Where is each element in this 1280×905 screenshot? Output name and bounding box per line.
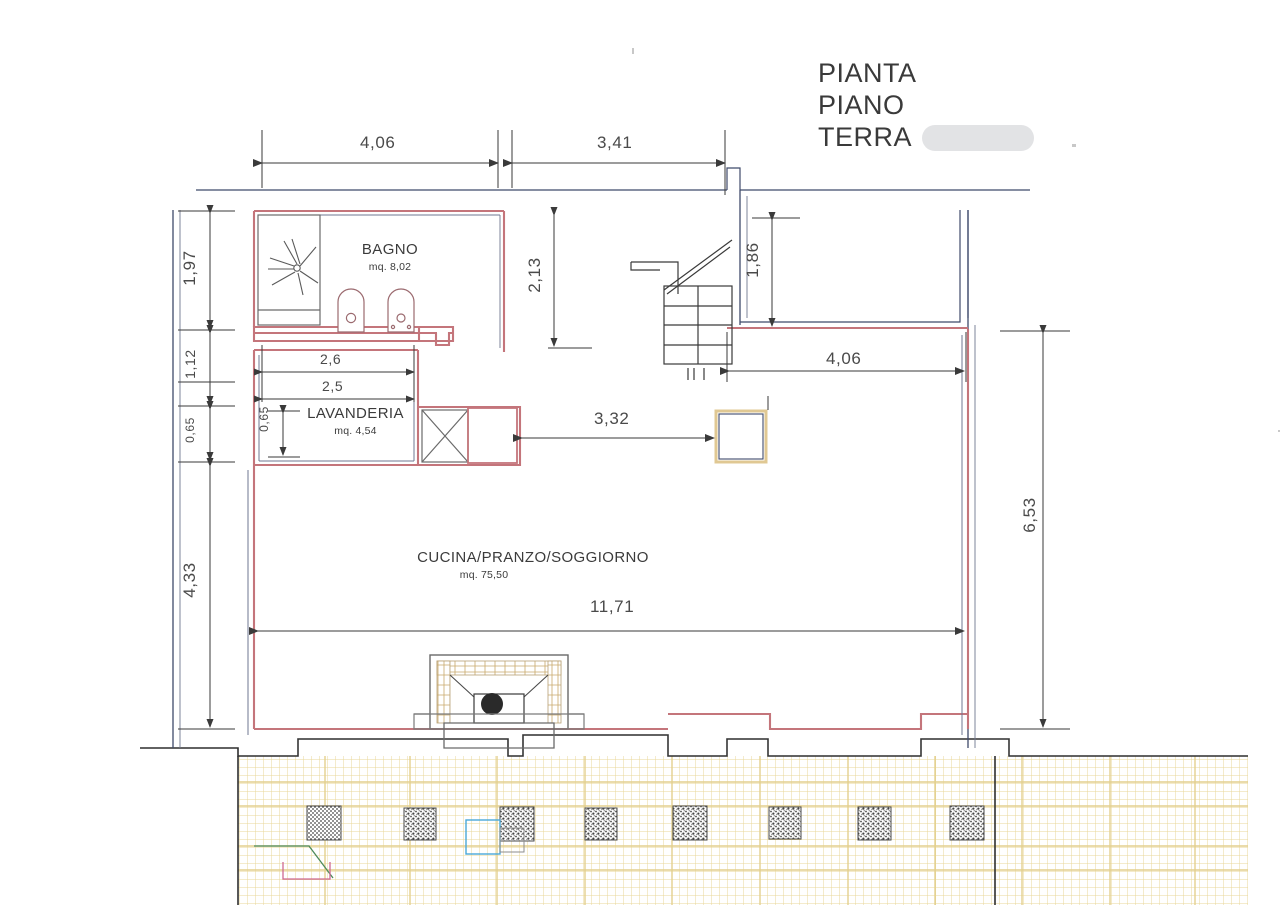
dimension-213: [548, 207, 592, 349]
dimension-left-chain: [178, 205, 235, 730]
living-room-walls: [252, 329, 970, 731]
room-name-cucina: CUCINA/PRANZO/SOGGIORNO: [417, 549, 649, 566]
dimension-label-1171: 11,71: [590, 597, 635, 616]
paving-grid: [238, 756, 1248, 905]
fireplace: [413, 654, 585, 749]
dimension-653: [1000, 325, 1070, 730]
dimension-label-332: 3,32: [594, 409, 630, 428]
living-room-walls-shadow: [247, 335, 963, 735]
dimension-label-653: 6,53: [1020, 497, 1039, 533]
room-label-cucina: CUCINA/PRANZO/SOGGIORNO mq. 75,50: [398, 549, 668, 581]
dimension-label-25: 2,5: [322, 378, 344, 394]
stairs-icon: [630, 239, 733, 380]
room-label-lavanderia: LAVANDERIA mq. 4,54: [288, 405, 423, 437]
crossed-closet: [421, 409, 469, 463]
dimension-26-25: [254, 345, 415, 403]
bagno-counter: [254, 332, 437, 342]
dimension-406-right: [720, 332, 967, 382]
bagno-counter-strip: [254, 331, 453, 347]
title-line-2: PIANO: [818, 89, 905, 120]
upper-reference-lines: [196, 167, 1030, 191]
title-line-3: TERRA: [818, 121, 913, 152]
dimension-label-112: 1,12: [182, 349, 198, 379]
dimension-332: [513, 396, 769, 442]
column: [714, 409, 768, 464]
building-perimeter: [172, 190, 976, 748]
bottom-misc-marks: [465, 819, 525, 855]
dimension-065-lavanderia: [268, 405, 300, 458]
plan-title: PIANTA PIANO TERRA: [818, 58, 1035, 154]
dimension-top: [253, 130, 726, 195]
dimension-label-065-left: 0,65: [183, 417, 197, 443]
portico-outline-inner: [297, 735, 1010, 756]
portico-columns: [306, 805, 985, 842]
dimension-label-213: 2,13: [525, 257, 544, 293]
dimension-label-26: 2,6: [320, 351, 342, 367]
shower-enclosure: [257, 214, 321, 326]
scan-artifacts: [632, 48, 1280, 432]
bottom-left-annotations: [254, 845, 334, 880]
dimension-label-186: 1,86: [743, 242, 762, 278]
room-area-cucina: mq. 75,50: [459, 569, 509, 581]
bidet-fixture: [387, 288, 415, 333]
bagno-walls: [252, 209, 506, 352]
room-label-bagno: BAGNO mq. 8,02: [330, 241, 450, 273]
dimension-label-197: 1,97: [180, 250, 199, 286]
room-name-lavanderia: LAVANDERIA: [307, 405, 404, 422]
redaction-blob: [922, 124, 1035, 151]
dimension-label-top-right: 3,41: [597, 133, 633, 152]
dimension-label-065-lavanderia: 0,65: [257, 406, 271, 432]
title-line-1: PIANTA: [818, 58, 917, 88]
dimension-186: [752, 212, 800, 327]
dimension-label-406-right: 4,06: [826, 349, 862, 368]
room-area-bagno: mq. 8,02: [368, 261, 412, 273]
room-name-bagno: BAGNO: [361, 241, 419, 258]
room-area-lavanderia: mq. 4,54: [334, 425, 377, 437]
wc-fixture: [337, 288, 365, 333]
northeast-wing-reference: [740, 210, 961, 323]
shower-icon: [268, 238, 319, 296]
closet-box: [467, 407, 518, 464]
lavanderia-east-strip: [418, 405, 522, 467]
dimension-label-top-left: 4,06: [360, 133, 396, 152]
dimension-label-433: 4,33: [180, 562, 199, 598]
